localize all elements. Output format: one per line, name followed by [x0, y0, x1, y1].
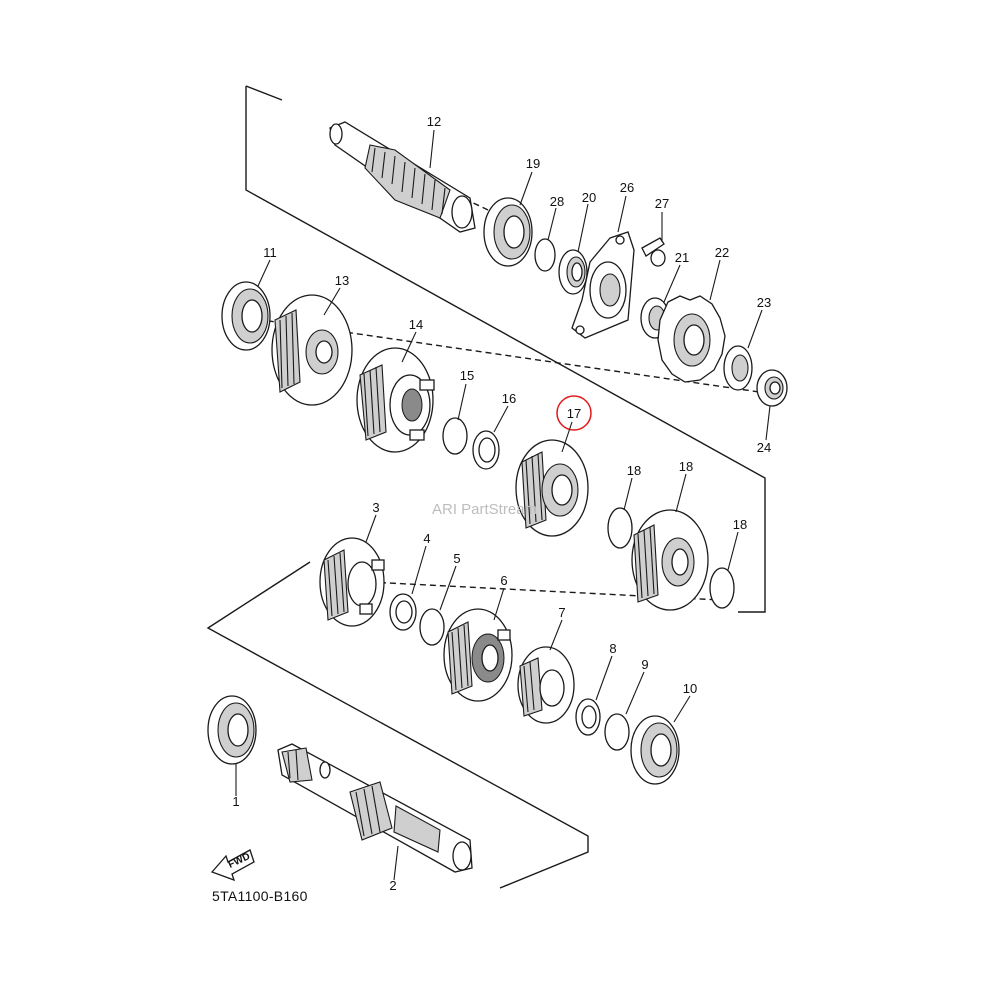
- bearing-part-11[interactable]: [221, 281, 271, 351]
- circlip-part-9[interactable]: [604, 713, 630, 751]
- callout-11[interactable]: 11: [263, 245, 277, 260]
- callout-8[interactable]: 8: [609, 641, 616, 656]
- collar-part-21[interactable]: [558, 249, 588, 295]
- highlight-circle: [556, 395, 592, 431]
- callout-17[interactable]: 17: [567, 406, 581, 421]
- circlip-part-23[interactable]: [534, 238, 556, 272]
- callout-10[interactable]: 10: [683, 681, 697, 696]
- callout-7[interactable]: 7: [558, 605, 565, 620]
- callout-22[interactable]: 21: [675, 250, 689, 265]
- fwd-arrow-icon: FWD: [210, 849, 255, 882]
- callout-19[interactable]: 18: [679, 459, 693, 474]
- callout-18-upper[interactable]: 18: [627, 463, 641, 478]
- nut-part-26[interactable]: [756, 369, 788, 407]
- gear-part-7[interactable]: [517, 646, 575, 724]
- callout-27[interactable]: 26: [620, 180, 634, 195]
- main-axle-part-12[interactable]: [329, 121, 476, 233]
- callout-numbers: 12 19 28 20 26 27 21 22 23 24 11 13 14 1…: [232, 114, 771, 893]
- bearing-part-1[interactable]: [207, 695, 257, 765]
- callout-3[interactable]: 3: [372, 500, 379, 515]
- circlip-part-18-right[interactable]: [709, 567, 735, 609]
- callout-15[interactable]: 15: [460, 368, 474, 383]
- callout-18-lower[interactable]: 18: [733, 517, 747, 532]
- upper-assembly-frame: [245, 86, 766, 613]
- circlip-part-5[interactable]: [419, 608, 445, 646]
- gear-part-6[interactable]: [443, 608, 513, 702]
- gear-part-14[interactable]: [356, 347, 435, 453]
- callout-2[interactable]: 2: [389, 878, 396, 893]
- lower-assembly-frame: [206, 561, 589, 889]
- callout-28[interactable]: 27: [655, 196, 669, 211]
- callout-4[interactable]: 4: [423, 531, 430, 546]
- callout-24[interactable]: 22: [715, 245, 729, 260]
- gear-part-3[interactable]: [319, 537, 385, 627]
- plate-part-27[interactable]: [571, 231, 635, 339]
- callout-9[interactable]: 9: [641, 657, 648, 672]
- washer-part-4[interactable]: [389, 593, 417, 631]
- callout-13[interactable]: 13: [335, 273, 349, 288]
- callout-26[interactable]: 24: [757, 440, 771, 455]
- sprocket-part-24[interactable]: [657, 295, 726, 383]
- callout-6[interactable]: 6: [500, 573, 507, 588]
- callout-16[interactable]: 16: [502, 391, 516, 406]
- washer-part-8[interactable]: [575, 698, 601, 736]
- bolt-part-28[interactable]: [641, 237, 666, 267]
- diagram-code: 5TA1100-B160: [212, 888, 308, 904]
- callout-14[interactable]: 14: [409, 317, 423, 332]
- circlip-part-18-left[interactable]: [607, 507, 633, 549]
- callout-20[interactable]: 19: [526, 156, 540, 171]
- bearing-part-10[interactable]: [630, 715, 680, 785]
- leader-lines: [235, 129, 771, 881]
- gear-part-17[interactable]: [515, 439, 589, 537]
- gear-part-19[interactable]: [631, 509, 709, 611]
- callout-21[interactable]: 20: [582, 190, 596, 205]
- callout-12[interactable]: 12: [427, 114, 441, 129]
- callout-1[interactable]: 1: [232, 794, 239, 809]
- gear-part-13[interactable]: [271, 294, 353, 406]
- callout-5[interactable]: 5: [453, 551, 460, 566]
- watermark: ARI PartStream: [432, 501, 538, 518]
- callout-25[interactable]: 23: [757, 295, 771, 310]
- lock-washer-part-25[interactable]: [723, 345, 753, 391]
- washer-part-16[interactable]: [472, 430, 500, 470]
- drive-axle-part-2[interactable]: [277, 743, 473, 873]
- upper-frame-tick: [245, 85, 283, 101]
- callout-23[interactable]: 28: [550, 194, 564, 209]
- bearing-part-20[interactable]: [483, 197, 533, 267]
- circlip-part-15[interactable]: [442, 417, 468, 455]
